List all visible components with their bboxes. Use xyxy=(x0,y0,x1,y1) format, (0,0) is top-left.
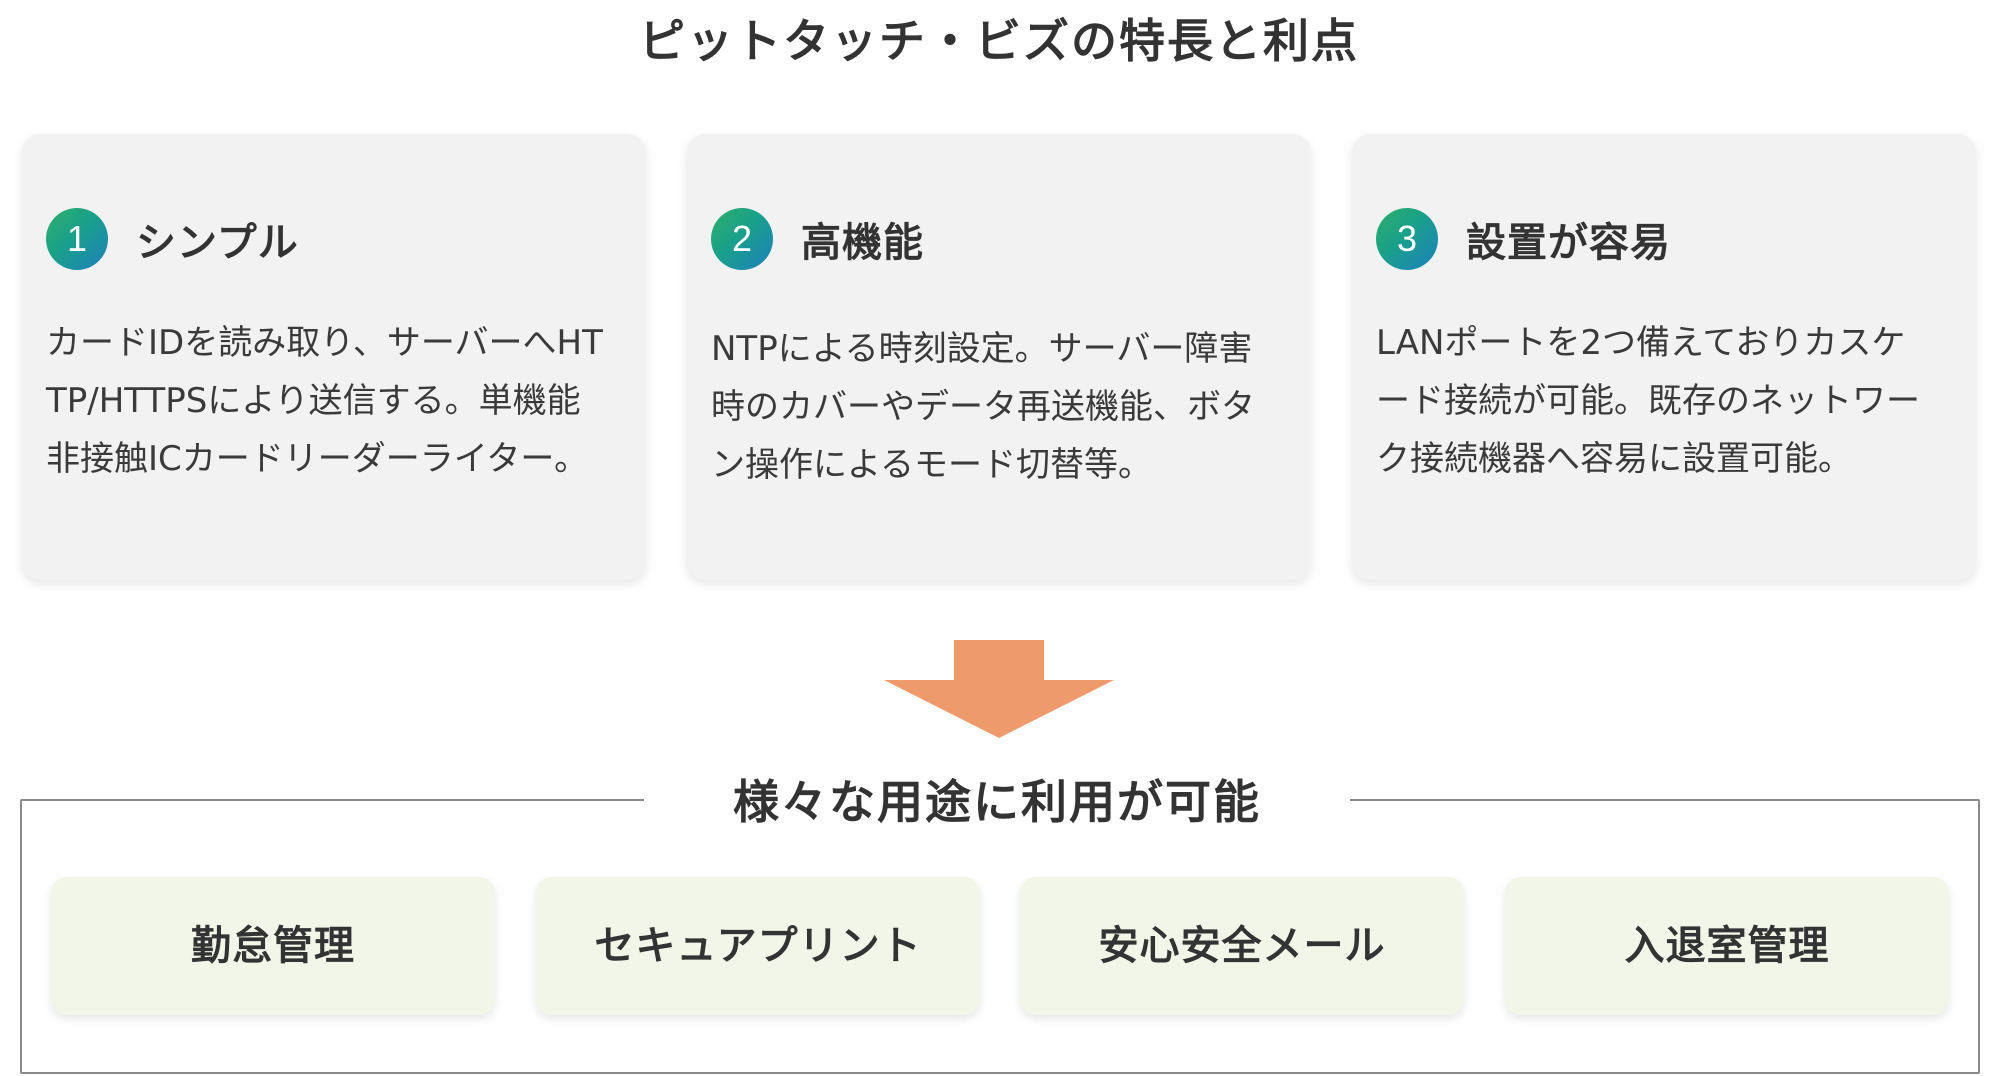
use-item-attendance: 勤怠管理 xyxy=(51,877,495,1015)
feature-title: 設置が容易 xyxy=(1466,220,1671,266)
feature-card-simple: 1 シンプル カードIDを読み取り、サーバーへHTTP/HTTPSにより送信する… xyxy=(22,134,646,580)
page-title: ピットタッチ・ビズの特長と利点 xyxy=(639,14,1359,68)
feature-card-header: 3 設置が容易 xyxy=(1376,208,1671,270)
use-item-safety-mail: 安心安全メール xyxy=(1020,877,1464,1015)
uses-title: 様々な用途に利用が可能 xyxy=(644,768,1350,836)
feature-title: 高機能 xyxy=(801,220,924,266)
number-badge: 1 xyxy=(46,208,108,270)
use-item-secure-print: セキュアプリント xyxy=(536,877,980,1015)
feature-card-header: 2 高機能 xyxy=(711,208,924,270)
number-badge: 2 xyxy=(711,208,773,270)
feature-card-header: 1 シンプル xyxy=(46,208,299,270)
feature-card-easy-install: 3 設置が容易 LANポートを2つ備えておりカスケード接続が可能。既存のネットワ… xyxy=(1352,134,1976,580)
down-arrow-icon xyxy=(884,640,1114,738)
feature-description: LANポートを2つ備えておりカスケード接続が可能。既存のネットワーク接続機器へ容… xyxy=(1376,323,1920,479)
feature-card-high-function: 2 高機能 NTPによる時刻設定。サーバー障害時のカバーやデータ再送機能、ボタン… xyxy=(687,134,1311,580)
feature-description: カードIDを読み取り、サーバーへHTTP/HTTPSにより送信する。単機能非接触… xyxy=(46,323,603,479)
feature-description: NTPによる時刻設定。サーバー障害時のカバーやデータ再送機能、ボタン操作によるモ… xyxy=(711,329,1255,485)
use-item-entry-exit: 入退室管理 xyxy=(1505,877,1949,1015)
feature-title: シンプル xyxy=(136,220,299,266)
number-badge: 3 xyxy=(1376,208,1438,270)
